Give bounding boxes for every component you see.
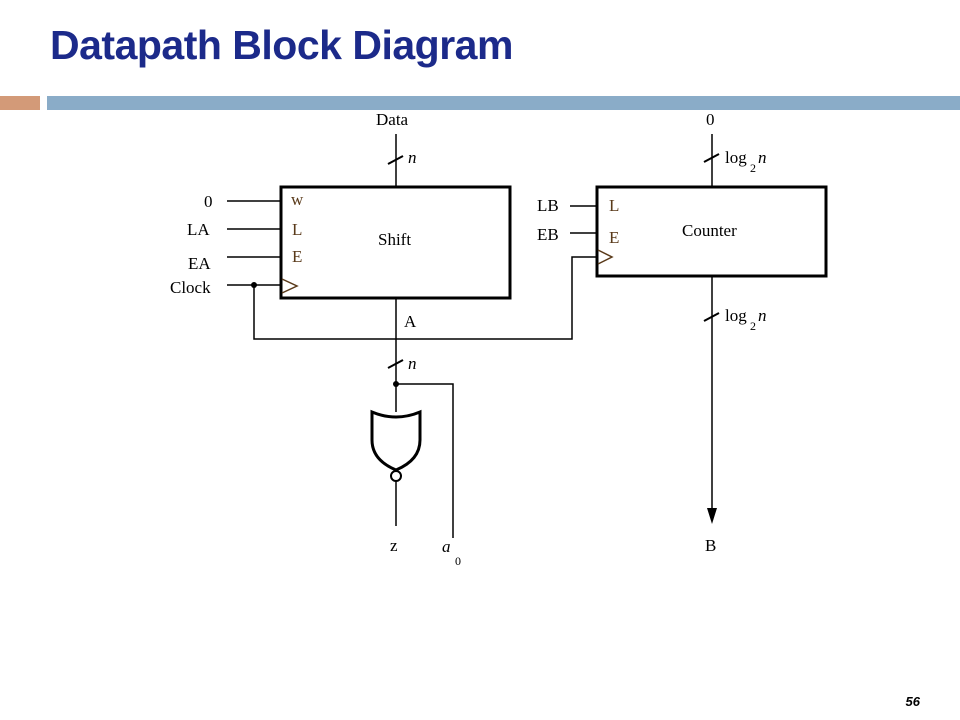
counter-data-width-var: n	[758, 148, 767, 167]
shift-input-0-label: 0	[204, 192, 213, 211]
shift-data-bus-slash	[387, 155, 404, 165]
counter-data-width-sub: 2	[750, 161, 756, 175]
counter-output-width-sub: 2	[750, 319, 756, 333]
shift-data-width: n	[408, 148, 417, 167]
shift-data-label: Data	[376, 110, 409, 129]
shift-output-width: n	[408, 354, 417, 373]
counter-data-width-text: log	[725, 148, 747, 167]
clock-label: Clock	[170, 278, 211, 297]
counter-data-label: 0	[706, 110, 715, 129]
counter-clock-triangle	[597, 249, 614, 265]
nor-bubble	[390, 470, 402, 482]
counter-output-label: B	[705, 536, 716, 555]
shift-input-ea-label: EA	[188, 254, 211, 273]
header-bar	[47, 96, 960, 110]
shift-input-la-label: LA	[187, 220, 210, 239]
counter-block-label: Counter	[682, 221, 737, 240]
page-number: 56	[905, 694, 920, 709]
shift-block-label: Shift	[378, 230, 411, 249]
counter-output-width-var: n	[758, 306, 767, 325]
counter-port-l: L	[609, 196, 619, 215]
a0-label: a	[442, 537, 451, 556]
counter-port-e: E	[609, 228, 619, 247]
shift-output-label: A	[404, 312, 417, 331]
clock-loop-wire	[253, 256, 598, 340]
a0-subscript: 0	[455, 554, 461, 568]
nor-gate	[370, 409, 422, 472]
counter-data-bus-slash	[703, 153, 720, 163]
counter-output-arrowhead	[707, 508, 717, 524]
shift-port-w: w	[291, 190, 304, 209]
counter-output-bus-slash	[703, 312, 720, 322]
header-accent-bar	[0, 96, 40, 110]
shift-port-e: E	[292, 247, 302, 266]
shift-clock-triangle	[281, 278, 299, 294]
counter-output-width-text: log	[725, 306, 747, 325]
page-title: Datapath Block Diagram	[50, 22, 513, 68]
a0-wire	[396, 383, 454, 538]
counter-input-eb-label: EB	[537, 225, 559, 244]
shift-output-bus-slash	[387, 359, 404, 369]
z-label: z	[390, 536, 398, 555]
counter-input-lb-label: LB	[537, 196, 559, 215]
shift-port-l: L	[292, 220, 302, 239]
